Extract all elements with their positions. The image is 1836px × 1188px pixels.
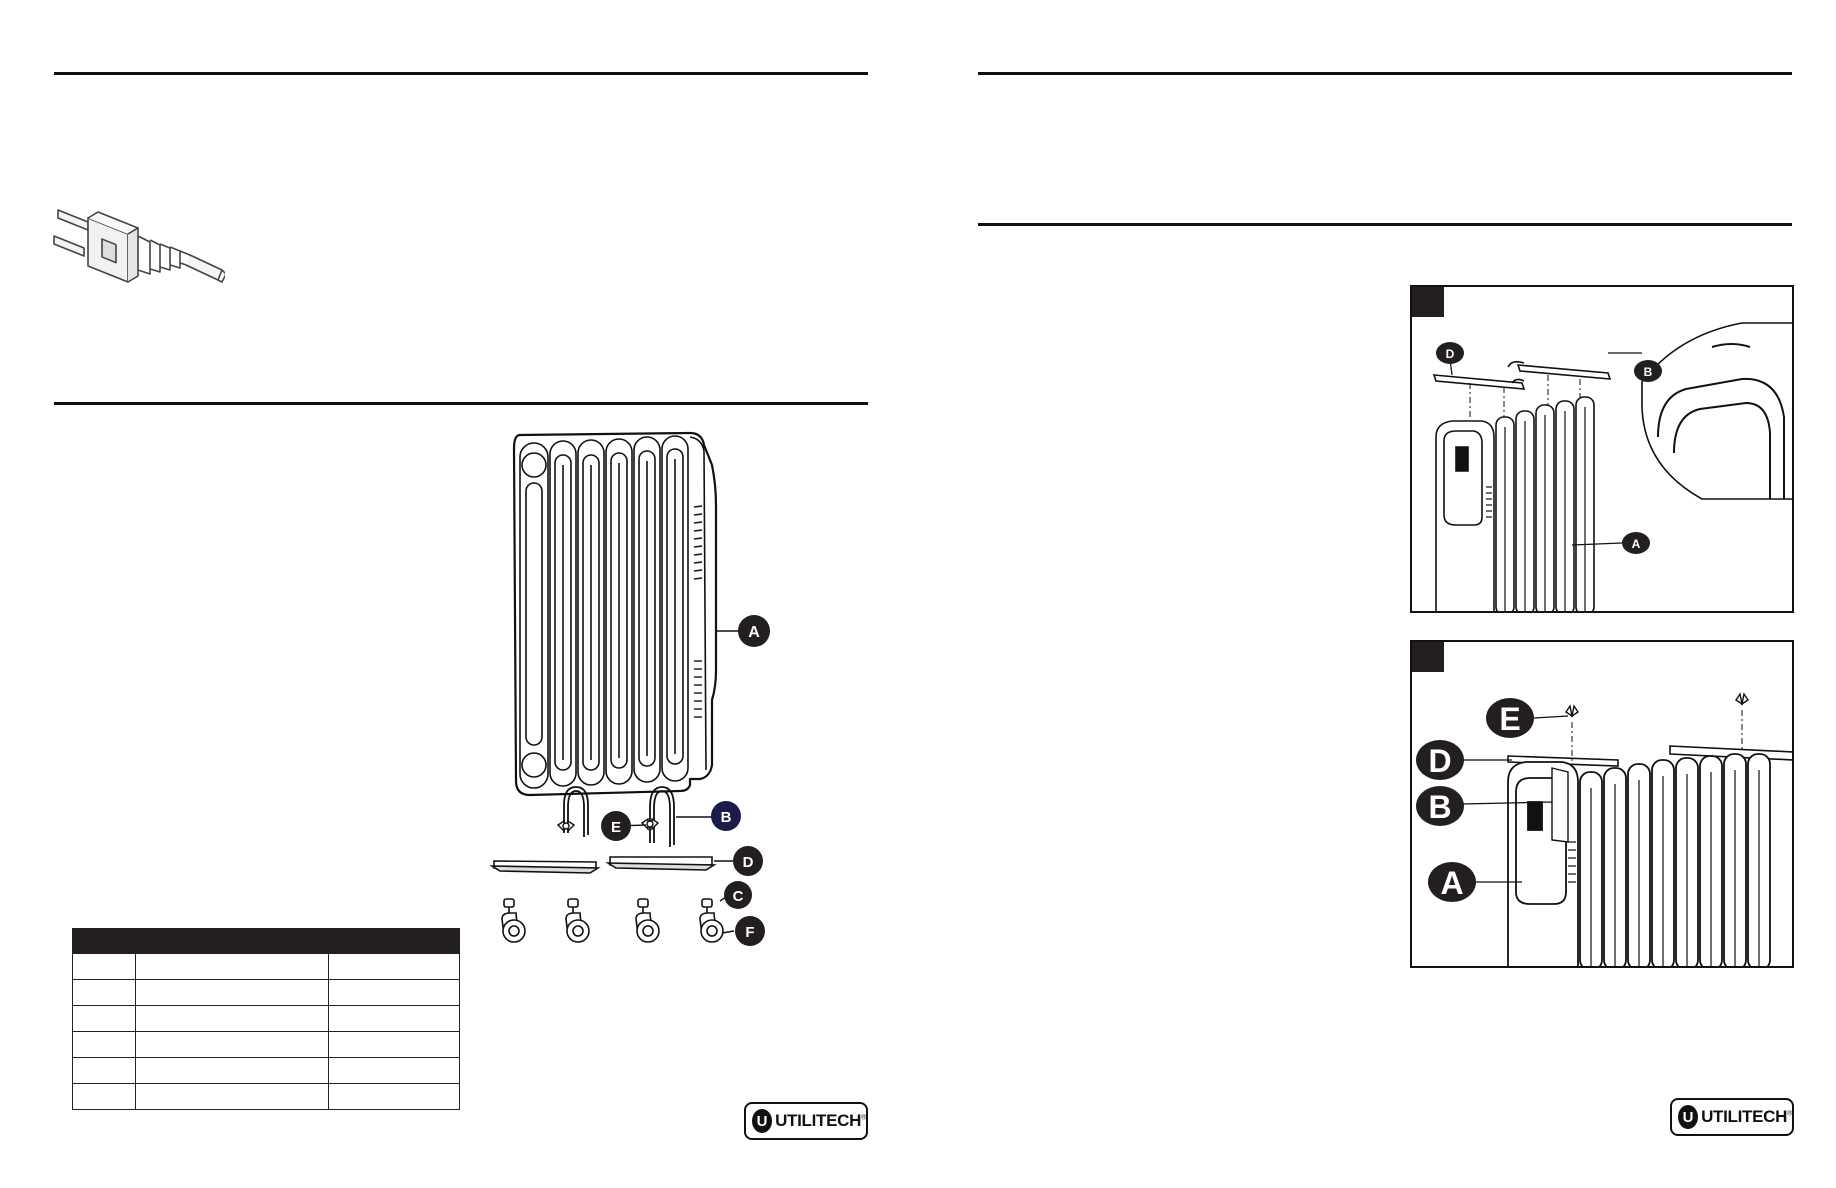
parts-table-header bbox=[72, 928, 460, 954]
table-cell bbox=[328, 1031, 460, 1058]
callout-E: E bbox=[601, 811, 631, 841]
svg-text:A: A bbox=[748, 624, 760, 641]
svg-text:C: C bbox=[733, 888, 744, 905]
parts-table-header-cell bbox=[328, 928, 460, 954]
callout-F: F bbox=[735, 916, 765, 946]
step-tab-2 bbox=[1412, 642, 1444, 672]
svg-text:D: D bbox=[1428, 743, 1451, 779]
svg-text:A: A bbox=[1440, 865, 1463, 901]
table-cell bbox=[328, 1057, 460, 1084]
table-row bbox=[72, 1005, 460, 1032]
callout-B-fig2: B bbox=[1416, 786, 1464, 826]
assembly-figure-1: D B A bbox=[1410, 285, 1794, 613]
table-cell bbox=[328, 953, 460, 980]
callout-E-fig2: E bbox=[1486, 698, 1534, 738]
callout-B-fig1: B bbox=[1634, 360, 1662, 382]
callout-D-fig2: D bbox=[1416, 740, 1464, 780]
table-cell bbox=[135, 1031, 329, 1058]
parts-table bbox=[72, 928, 460, 1110]
plates-illustration bbox=[1432, 360, 1612, 390]
table-row bbox=[72, 953, 460, 980]
callout-A-fig2: A bbox=[1428, 862, 1476, 902]
wing-nut-illustrations bbox=[556, 817, 660, 833]
svg-text:B: B bbox=[721, 809, 732, 826]
section-rule-mid-right bbox=[978, 223, 1792, 226]
table-row bbox=[72, 1057, 460, 1084]
logo-registered-mark: ® bbox=[1787, 1110, 1792, 1118]
heater-illustration bbox=[512, 431, 718, 797]
section-rule-mid-left bbox=[54, 402, 868, 405]
table-row bbox=[72, 1083, 460, 1110]
parts-illustration: A B E D C F bbox=[490, 425, 790, 955]
table-cell bbox=[328, 1005, 460, 1032]
svg-text:A: A bbox=[1632, 537, 1641, 551]
caster-illustrations bbox=[501, 898, 724, 943]
logo-wordmark: UTILITECH® bbox=[775, 1111, 866, 1131]
table-row bbox=[72, 979, 460, 1006]
logo-word-text: UTILITECH bbox=[775, 1111, 862, 1130]
table-cell bbox=[72, 979, 136, 1006]
callout-A: A bbox=[738, 615, 770, 647]
table-cell bbox=[328, 1083, 460, 1110]
heater-vents bbox=[693, 505, 703, 718]
callout-A-fig1: A bbox=[1622, 532, 1650, 554]
table-cell bbox=[135, 953, 329, 980]
plug-icon bbox=[53, 209, 225, 283]
logo-mark: U bbox=[752, 1109, 773, 1133]
table-row bbox=[72, 1031, 460, 1058]
heater-fins bbox=[519, 435, 689, 789]
logo-wordmark: UTILITECH® bbox=[1701, 1107, 1792, 1127]
table-cell bbox=[72, 1031, 136, 1058]
utilitech-logo-right: U UTILITECH® bbox=[1670, 1098, 1794, 1136]
svg-text:D: D bbox=[1446, 347, 1455, 361]
table-cell bbox=[135, 1083, 329, 1110]
logo-registered-mark: ® bbox=[861, 1114, 866, 1122]
callout-B: B bbox=[711, 801, 741, 831]
utilitech-logo-left: U UTILITECH® bbox=[744, 1102, 868, 1140]
table-cell bbox=[135, 1057, 329, 1084]
table-cell bbox=[72, 1057, 136, 1084]
callout-D-fig1: D bbox=[1436, 342, 1464, 364]
svg-text:B: B bbox=[1644, 365, 1653, 379]
callout-D: D bbox=[733, 846, 763, 876]
table-cell bbox=[135, 1005, 329, 1032]
callout-C: C bbox=[724, 881, 752, 909]
svg-text:E: E bbox=[1499, 701, 1520, 737]
table-cell bbox=[72, 953, 136, 980]
svg-text:E: E bbox=[611, 819, 621, 836]
logo-word-text: UTILITECH bbox=[1701, 1107, 1788, 1126]
svg-text:F: F bbox=[745, 924, 754, 941]
heater-illustration-fig1 bbox=[1435, 396, 1595, 611]
table-cell bbox=[135, 979, 329, 1006]
section-rule-top-left bbox=[54, 72, 868, 75]
parts-table-header-cell bbox=[72, 928, 136, 954]
logo-mark: U bbox=[1678, 1105, 1699, 1129]
table-cell bbox=[72, 1005, 136, 1032]
section-rule-top-right bbox=[978, 72, 1792, 75]
svg-text:D: D bbox=[743, 854, 754, 871]
heater-illustration-fig2 bbox=[1507, 753, 1771, 966]
svg-text:B: B bbox=[1428, 789, 1451, 825]
wheel-plate-illustrations bbox=[490, 856, 717, 874]
wing-nuts-fig2 bbox=[1565, 692, 1749, 718]
parts-table-header-cell bbox=[135, 928, 329, 954]
table-cell bbox=[328, 979, 460, 1006]
bracket-illustrations bbox=[563, 786, 675, 847]
table-cell bbox=[72, 1083, 136, 1110]
step-tab-1 bbox=[1412, 287, 1444, 317]
polarized-plug-illustration bbox=[50, 200, 225, 310]
zoom-detail bbox=[1641, 322, 1792, 500]
assembly-figure-2: E D B A bbox=[1410, 640, 1794, 968]
